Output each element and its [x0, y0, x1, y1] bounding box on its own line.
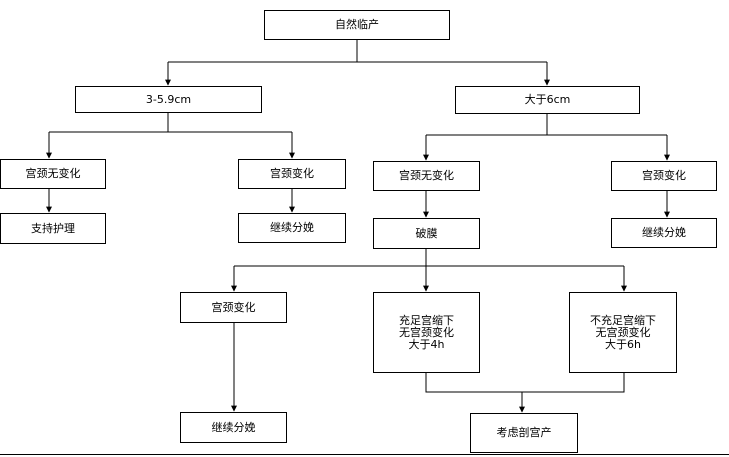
node-consider-cesarean: 考虑剖宫产 — [470, 413, 578, 453]
connector-cesarean-join — [425, 373, 625, 393]
connector-right-split — [426, 113, 667, 136]
node-left-no-change: 宫颈无变化 — [0, 159, 106, 189]
node-right-continue: 继续分娩 — [611, 218, 717, 248]
node-left-continue: 继续分娩 — [238, 213, 346, 243]
node-support-care: 支持护理 — [0, 213, 106, 244]
node-right-change: 宫颈变化 — [611, 161, 717, 191]
node-adequate-contraction: 充足宫缩下 无宫颈变化 大于4h — [373, 292, 480, 373]
node-natural-birth: 自然临产 — [264, 10, 450, 40]
node-after-rupture-change: 宫颈变化 — [180, 292, 287, 323]
connector-root-split — [168, 40, 547, 63]
node-dilation-gt-6: 大于6cm — [455, 86, 640, 114]
node-inadequate-contraction: 不充足宫缩下 无宫颈变化 大于6h — [569, 292, 677, 373]
node-membrane-rupture: 破膜 — [373, 218, 480, 249]
node-dilation-3-5-9: 3-5.9cm — [75, 86, 262, 113]
bottom-rule — [0, 454, 729, 455]
connector-rupture-split — [234, 249, 624, 267]
node-right-no-change: 宫颈无变化 — [373, 161, 480, 191]
node-after-rupture-continue: 继续分娩 — [180, 412, 287, 443]
connector-left-split — [49, 113, 292, 133]
node-left-change: 宫颈变化 — [238, 159, 346, 189]
